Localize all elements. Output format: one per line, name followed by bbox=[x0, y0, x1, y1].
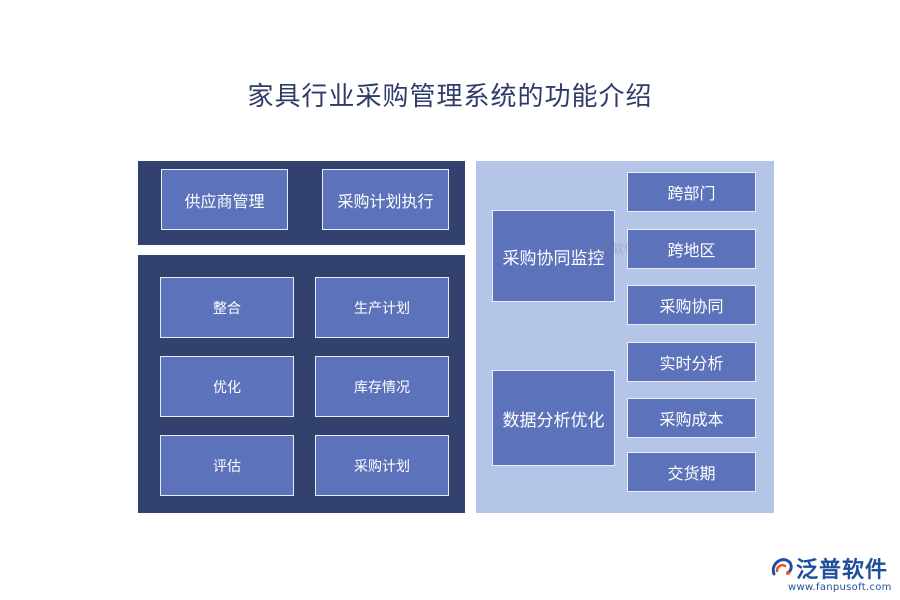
box-purchase-plan: 采购计划 bbox=[315, 435, 449, 496]
box-collaboration-monitoring: 采购协同监控 bbox=[492, 210, 615, 302]
box-cross-region: 跨地区 bbox=[627, 229, 756, 269]
box-production-plan: 生产计划 bbox=[315, 277, 449, 338]
box-realtime-analysis: 实时分析 bbox=[627, 342, 756, 382]
watermark: 泛普软件 bbox=[588, 242, 637, 256]
logo-name: 泛普软件 bbox=[796, 558, 889, 583]
box-optimization: 优化 bbox=[160, 356, 294, 417]
page-title: 家具行业采购管理系统的功能介绍 bbox=[247, 82, 653, 112]
box-purchase-plan-execution: 采购计划执行 bbox=[322, 169, 449, 230]
box-evaluation: 评估 bbox=[160, 435, 294, 496]
box-data-analysis-optimization: 数据分析优化 bbox=[492, 370, 615, 466]
logo-url: www.fanpusoft.com bbox=[788, 582, 892, 593]
brand-logo[interactable]: 泛普软件 www.fanpusoft.com bbox=[768, 552, 894, 598]
box-purchase-collaboration: 采购协同 bbox=[627, 285, 756, 325]
box-cross-department: 跨部门 bbox=[627, 172, 756, 212]
box-delivery-period: 交货期 bbox=[627, 452, 756, 492]
box-purchase-cost: 采购成本 bbox=[627, 398, 756, 438]
box-inventory-status: 库存情况 bbox=[315, 356, 449, 417]
box-integration: 整合 bbox=[160, 277, 294, 338]
box-supplier-management: 供应商管理 bbox=[161, 169, 288, 230]
swirl-logo-icon bbox=[771, 558, 793, 576]
